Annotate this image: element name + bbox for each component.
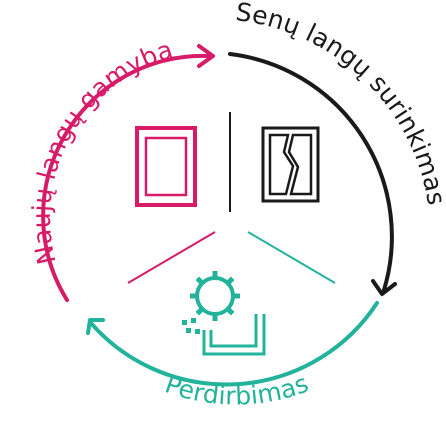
- label-old-window-collection: Senų langų surinkimas: [234, 0, 446, 207]
- teal-cycle-arc: [88, 301, 379, 387]
- recycling-tray-icon: [202, 314, 266, 356]
- recycling-particles: [182, 318, 200, 334]
- label-recycling-text: Perdirbimas: [161, 369, 312, 411]
- divider-right: [247, 231, 336, 284]
- broken-window-icon: [261, 126, 320, 203]
- label-new-window-production-text: Naujų langų gamyba: [27, 35, 176, 267]
- black-arrowhead: [371, 279, 397, 296]
- recycling-gear-icon: [190, 271, 240, 321]
- magenta-cycle-arc: [41, 53, 210, 302]
- black-cycle-arc: [228, 52, 394, 292]
- label-old-window-collection-text: Senų langų surinkimas: [234, 0, 446, 207]
- teal-arrowhead: [86, 318, 105, 335]
- magenta-arrowhead: [197, 44, 215, 68]
- label-recycling: Perdirbimas: [161, 369, 312, 411]
- divider-left: [127, 231, 216, 284]
- new-window-icon: [135, 126, 197, 207]
- label-new-window-production: Naujų langų gamyba: [27, 35, 176, 267]
